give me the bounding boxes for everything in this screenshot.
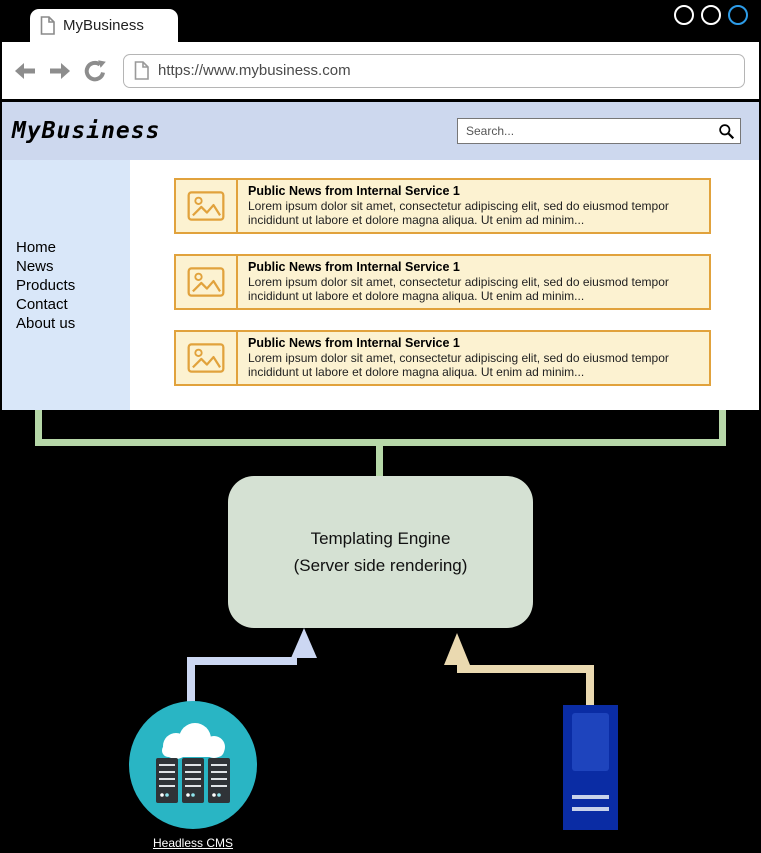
cms-arrow-horizontal [187, 657, 297, 665]
search-input[interactable] [458, 124, 712, 138]
back-button[interactable] [12, 58, 38, 84]
site-header: MyBusiness [0, 102, 761, 160]
window-control-2-icon[interactable] [701, 5, 721, 25]
site-logo: MyBusiness [12, 118, 161, 144]
window-control-1-icon[interactable] [674, 5, 694, 25]
server-tower-vent [572, 795, 609, 799]
url-text: https://www.mybusiness.com [158, 62, 351, 79]
browser-window: MyBusiness https://www.mybusiness.com My… [0, 0, 761, 410]
templating-engine-box: Templating Engine (Server side rendering… [228, 476, 533, 628]
sidebar-item-home[interactable]: Home [16, 239, 57, 256]
news-card-body: Lorem ipsum dolor sit amet, consectetur … [248, 275, 669, 303]
connector-browser-left [35, 410, 42, 446]
sidebar-item-products[interactable]: Products [16, 277, 76, 294]
site-content: Home News Products Contact About us Publ… [0, 160, 761, 410]
news-card[interactable]: Public News from Internal Service 1 Lore… [174, 254, 711, 310]
search-box [457, 118, 741, 144]
sidebar: Home News Products Contact About us [2, 160, 130, 410]
sidebar-item-about-us[interactable]: About us [16, 315, 76, 332]
image-placeholder-icon [176, 180, 238, 232]
connector-browser-to-engine [376, 446, 383, 477]
window-controls [674, 5, 748, 25]
news-card[interactable]: Public News from Internal Service 1 Lore… [174, 178, 711, 234]
page-icon [134, 61, 149, 80]
server-rack-icon [156, 758, 230, 803]
server-tower-icon [563, 705, 618, 830]
server-tower-panel [572, 713, 609, 771]
news-list: Public News from Internal Service 1 Lore… [130, 160, 759, 410]
refresh-button[interactable] [82, 58, 108, 84]
cloud-icon [162, 723, 225, 759]
news-card[interactable]: Public News from Internal Service 1 Lore… [174, 330, 711, 386]
engine-title: Templating Engine [310, 528, 451, 548]
headless-cms-icon [129, 701, 257, 829]
connector-browser-right [719, 410, 726, 446]
window-control-3-icon[interactable] [728, 5, 748, 25]
cms-arrowhead-icon [291, 628, 317, 658]
page-icon [40, 16, 55, 35]
news-card-title: Public News from Internal Service 1 [248, 260, 460, 274]
service-arrow-vertical [586, 665, 594, 707]
service-arrow-horizontal [457, 665, 594, 673]
tab-title: MyBusiness [63, 17, 144, 34]
refresh-icon [84, 59, 106, 81]
browser-tab[interactable]: MyBusiness [30, 9, 178, 42]
browser-navbar: https://www.mybusiness.com [0, 42, 761, 102]
forward-icon [50, 62, 70, 79]
engine-subtitle: (Server side rendering) [293, 555, 468, 575]
image-placeholder-icon [176, 332, 238, 384]
sidebar-item-contact[interactable]: Contact [16, 296, 68, 313]
cms-arrow-vertical [187, 657, 195, 705]
search-icon [718, 123, 734, 139]
headless-cms-label: Headless CMS [152, 836, 234, 850]
service-arrowhead-icon [444, 633, 470, 665]
server-tower-vent [572, 807, 609, 811]
news-card-title: Public News from Internal Service 1 [248, 336, 460, 350]
sidebar-item-news[interactable]: News [16, 258, 54, 275]
search-button[interactable] [712, 119, 740, 143]
forward-button[interactable] [47, 58, 73, 84]
back-icon [15, 62, 35, 79]
news-card-title: Public News from Internal Service 1 [248, 184, 460, 198]
browser-tab-bar: MyBusiness [0, 0, 761, 42]
url-bar[interactable]: https://www.mybusiness.com [123, 53, 745, 88]
connector-browser-horizontal [35, 439, 726, 446]
news-card-body: Lorem ipsum dolor sit amet, consectetur … [248, 351, 669, 379]
image-placeholder-icon [176, 256, 238, 308]
news-card-body: Lorem ipsum dolor sit amet, consectetur … [248, 199, 669, 227]
